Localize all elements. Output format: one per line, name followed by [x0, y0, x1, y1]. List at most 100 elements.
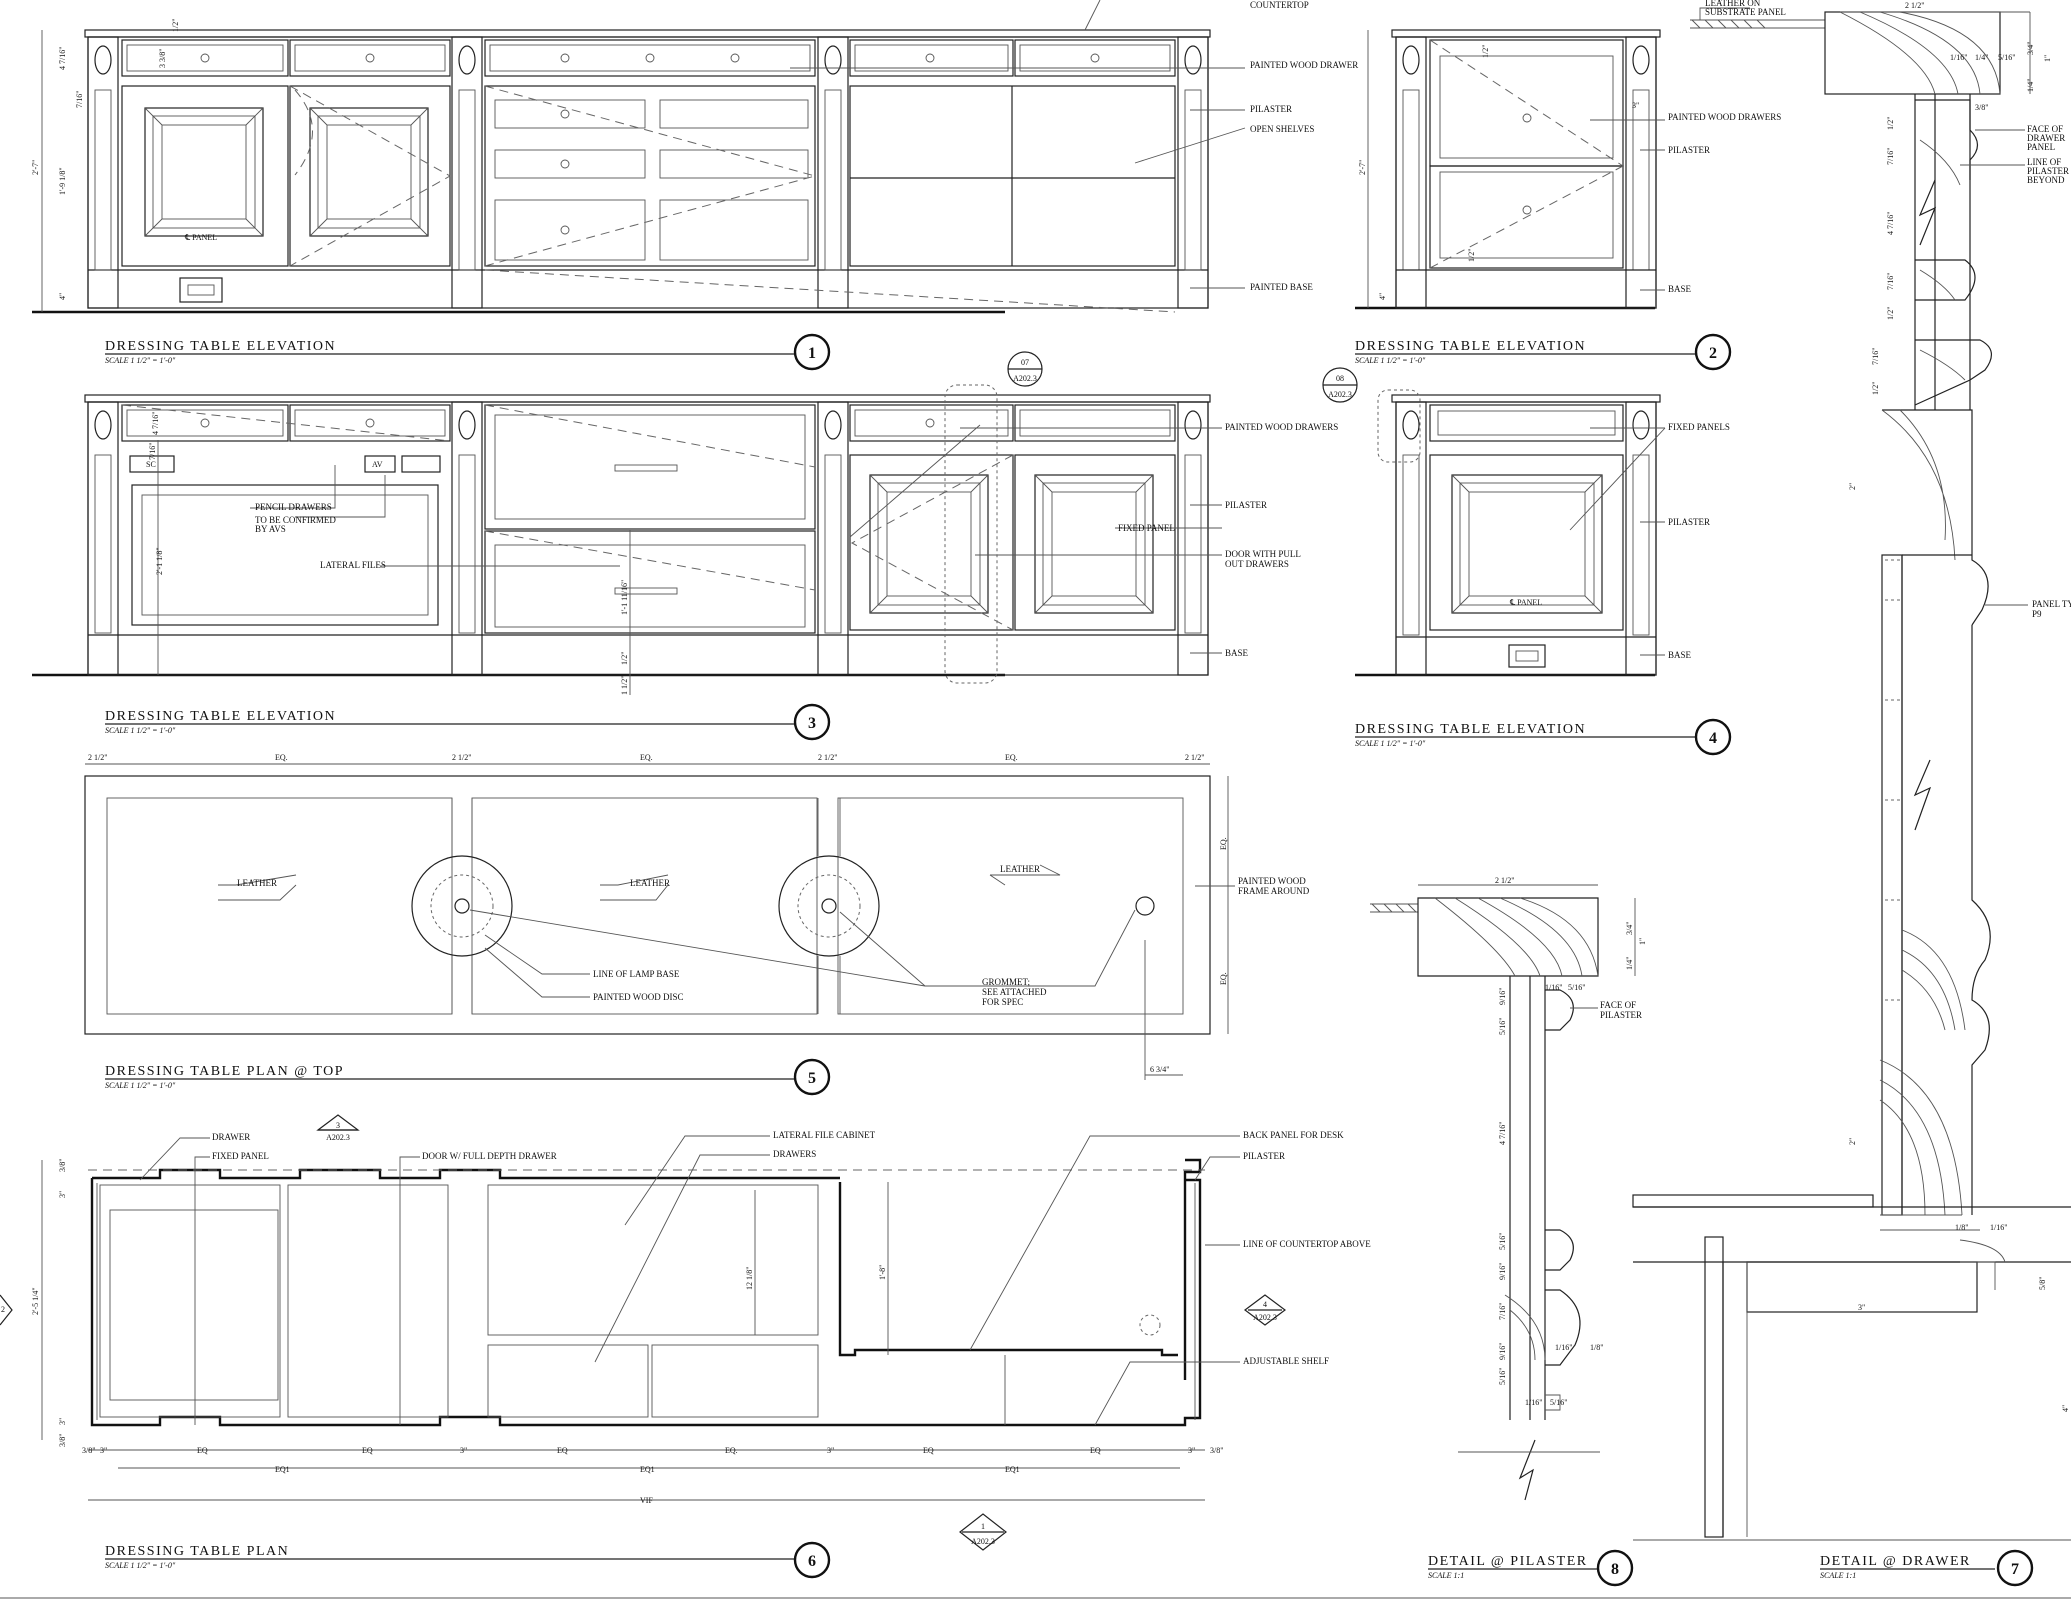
- v7-dim-3: 3": [1858, 1303, 1865, 1312]
- v7-dim-1-4: 1/4": [2026, 79, 2035, 93]
- view-1-title: DRESSING TABLE ELEVATION: [105, 339, 336, 354]
- note-open-shelves: OPEN SHELVES: [1250, 124, 1314, 134]
- note-back-panel: BACK PANEL FOR DESK: [1243, 1130, 1344, 1140]
- view-4-scale: SCALE 1 1/2" = 1'-0": [1355, 739, 1426, 748]
- note-drawer: DRAWER: [212, 1132, 250, 1142]
- v6-dim-3-8-d: 3/8": [58, 1434, 67, 1448]
- v5-dim-eq-v1: EQ.: [1219, 837, 1228, 850]
- cl-panel-label: ℄ PANEL: [184, 233, 217, 242]
- view-8-title: DETAIL @ PILASTER: [1428, 1554, 1588, 1569]
- v7-dim-2in-b: 2": [1848, 1138, 1857, 1145]
- v7-dim-7-16-c: 7/16": [1871, 348, 1880, 366]
- v5-dim-2-1-2-a: 2 1/2": [88, 753, 108, 762]
- ref-2-num: 2: [1, 1305, 5, 1314]
- note-frame-around: FRAME AROUND: [1238, 886, 1310, 896]
- v8-dim-5-16-c: 5/16": [1498, 1233, 1507, 1251]
- note-lateral-file-cabinet: LATERAL FILE CABINET: [773, 1130, 876, 1140]
- note-pilaster-v1: PILASTER: [1250, 104, 1292, 114]
- v5-dim-2-1-2-b: 2 1/2": [452, 753, 472, 762]
- ref-07-num: 07: [1021, 358, 1029, 367]
- ref-3-num: 3: [336, 1121, 340, 1130]
- ref-1-num: 1: [981, 1522, 985, 1531]
- av-label: AV: [372, 460, 383, 469]
- view-4-number: 4: [1709, 730, 1717, 747]
- note-see-attached: SEE ATTACHED: [982, 987, 1047, 997]
- note-line-of-countertop: LINE OF COUNTERTOP ABOVE: [1243, 1239, 1371, 1249]
- view-2-title: DRESSING TABLE ELEVATION: [1355, 339, 1586, 354]
- v6-dim-eq-c: EQ: [557, 1446, 568, 1455]
- v7-dim-1-2: 1/2": [1886, 117, 1895, 131]
- note-door-with-pull: DOOR WITH PULL: [1225, 549, 1301, 559]
- view-3-elevation: SC AV 07 A202.3 7/16" 4 7/16" 2'-1 1/8" …: [32, 351, 1338, 741]
- ref-1-sheet: A202.3: [971, 1537, 995, 1546]
- view-6-number: 6: [808, 1553, 816, 1570]
- note-v4-pilaster: PILASTER: [1668, 517, 1710, 527]
- note-for-spec: FOR SPEC: [982, 997, 1023, 1007]
- view-6-title: DRESSING TABLE PLAN: [105, 1544, 289, 1559]
- dim-2-7: 2'-7": [31, 160, 40, 175]
- note-face-of-pilaster-1: FACE OF: [1600, 1000, 1636, 1010]
- note-painted-base: PAINTED BASE: [1250, 282, 1313, 292]
- v7-dim-7-16-b: 7/16": [1886, 273, 1895, 291]
- v6-dim-3-8-a: 3/8": [82, 1446, 96, 1455]
- v8-dim-9-16-c: 9/16": [1498, 1343, 1507, 1361]
- v8-dim-1-8: 1/8": [1590, 1343, 1604, 1352]
- v6-dim-eq-d: EQ.: [725, 1446, 738, 1455]
- v7-dim-5-8: 5/8": [2038, 1277, 2047, 1291]
- v6-dim-eq1-a: EQ1: [275, 1465, 290, 1474]
- note-line-lamp-base: LINE OF LAMP BASE: [593, 969, 680, 979]
- dim-v3-1-1-2: 1 1/2": [620, 676, 629, 696]
- v5-dim-2-1-2-c: 2 1/2": [818, 753, 838, 762]
- note-painted-wood-disc: PAINTED WOOD DISC: [593, 992, 684, 1002]
- view-4-title: DRESSING TABLE ELEVATION: [1355, 722, 1586, 737]
- note-line-of-pilaster-2: PILASTER: [2027, 166, 2069, 176]
- view-1-scale: SCALE 1 1/2" = 1'-0": [105, 356, 176, 365]
- v8-dim-1-16-c: 1/16": [1555, 1343, 1573, 1352]
- note-v4-base: BASE: [1668, 650, 1692, 660]
- note-out-drawers: OUT DRAWERS: [1225, 559, 1289, 569]
- ref-4-sheet: A202.3: [1253, 1313, 1277, 1322]
- note-v3-base: BASE: [1225, 648, 1249, 658]
- note-line-of-pilaster-1: LINE OF: [2027, 157, 2061, 167]
- v8-dim-1-16-b: 1/16": [1525, 1398, 1543, 1407]
- v7-dim-1-2b: 1/2": [1886, 307, 1895, 321]
- ref-07-sheet: A202.3: [1013, 374, 1037, 383]
- note-substrate-panel: SUBSTRATE PANEL: [1705, 7, 1786, 17]
- v7-dim-2-1-2: 2 1/2": [1905, 1, 1925, 10]
- note-fixed-panels: FIXED PANELS: [1668, 422, 1730, 432]
- v7-dim-1-16b: 1/16": [1990, 1223, 2008, 1232]
- note-face-of-drawer-3: PANEL: [2027, 142, 2055, 152]
- v8-dim-5-16-d: 5/16": [1498, 1368, 1507, 1386]
- pilasters-v1: [87, 36, 1209, 309]
- v8-dim-3-4: 3/4": [1625, 922, 1634, 936]
- v7-dim-5-16: 5/16": [1998, 53, 2016, 62]
- v8-dim-9-16-b: 9/16": [1498, 1263, 1507, 1281]
- ref-08-num: 08: [1336, 374, 1344, 383]
- note-door-full-depth: DOOR W/ FULL DEPTH DRAWER: [422, 1151, 557, 1161]
- dim-v2-1-2b: 1/2": [1467, 249, 1476, 263]
- v6-dim-eq-a: EQ: [197, 1446, 208, 1455]
- v6-dim-3-a: 3": [100, 1446, 107, 1455]
- note-leather-on: LEATHER ON: [1705, 0, 1761, 8]
- view-5-number: 5: [808, 1070, 816, 1087]
- v7-dim-3-8: 3/8": [1975, 103, 1989, 112]
- sc-label: SC: [146, 460, 156, 469]
- note-panel-type: PANEL TYP: [2032, 599, 2071, 609]
- view-2-elevation: 2'-7" 4" 1/2" 1/2" 3" PAINTED WOOD DRAWE…: [1355, 29, 1781, 371]
- v8-dim-2-1-2: 2 1/2": [1495, 876, 1515, 885]
- v6-dim-2-5-1-4: 2'-5 1/4": [31, 1287, 40, 1315]
- note-painted-wood-drawer: PAINTED WOOD DRAWER: [1250, 60, 1358, 70]
- v7-dim-1-2c: 1/2": [1871, 382, 1880, 396]
- v6-dim-3-d: 3": [1188, 1446, 1195, 1455]
- dim-3-3-8: 3 3/8": [158, 49, 167, 69]
- note-v3-pilaster: PILASTER: [1225, 500, 1267, 510]
- view-5-plan-top: LEATHER LEATHER LEATHER 2 1/2" EQ. 2 1/2…: [84, 753, 1310, 1096]
- view-3-scale: SCALE 1 1/2" = 1'-0": [105, 726, 176, 735]
- v7-dim-3-4: 3/4": [2026, 42, 2035, 56]
- dim-4: 4": [58, 293, 67, 300]
- view-3-number: 3: [808, 715, 816, 732]
- ref-4-num: 4: [1263, 1300, 1267, 1309]
- view-8-scale: SCALE 1:1: [1428, 1571, 1464, 1580]
- v7-dim-1: 1": [2043, 55, 2052, 62]
- view-7-detail-drawer: 2 1/2" 3/4" 1" 1/4" 1/16" 1/4" 5/16" 3/8…: [1632, 0, 2071, 1587]
